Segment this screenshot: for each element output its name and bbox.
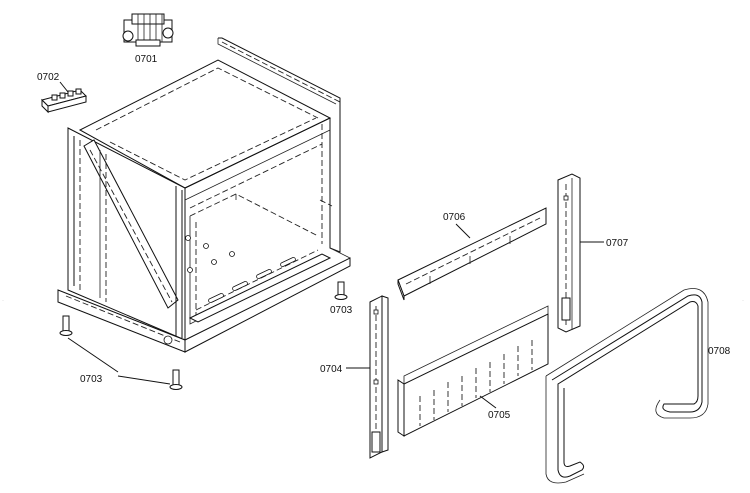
side-trim-panel [557,173,581,333]
leader-line-0705 [479,395,497,409]
part-label-0702: 0702 [37,72,60,83]
fan-motor-icon [122,13,174,47]
leader-line-0702 [59,81,69,93]
side-trim-panel [369,295,389,459]
leveling-foot-icon [334,281,348,300]
part-label-0701: 0701 [135,54,158,65]
part-label-0705: 0705 [488,410,511,421]
edge-marker-right: · [742,298,744,304]
part-label-0708: 0708 [708,346,731,357]
leader-line-0703a [67,337,119,373]
leader-line-0706 [455,223,471,239]
oven-cabinet-frame [57,37,351,353]
top-trim-panel [397,207,547,301]
part-label-0704: 0704 [320,364,343,375]
part-label-0703-left: 0703 [80,374,103,385]
vent-slots [419,340,533,426]
vented-lower-panel [397,305,549,437]
part-label-0707: 0707 [606,238,629,249]
leveling-foot-icon [169,369,183,390]
part-label-0706: 0706 [443,212,466,223]
terminal-block-icon [41,88,87,114]
edge-marker-left: · [2,298,4,304]
bar-handle-icon [545,288,709,484]
leveling-foot-icon [59,315,73,336]
leader-line-0703b [117,375,171,385]
part-label-0703-right: 0703 [330,305,353,316]
